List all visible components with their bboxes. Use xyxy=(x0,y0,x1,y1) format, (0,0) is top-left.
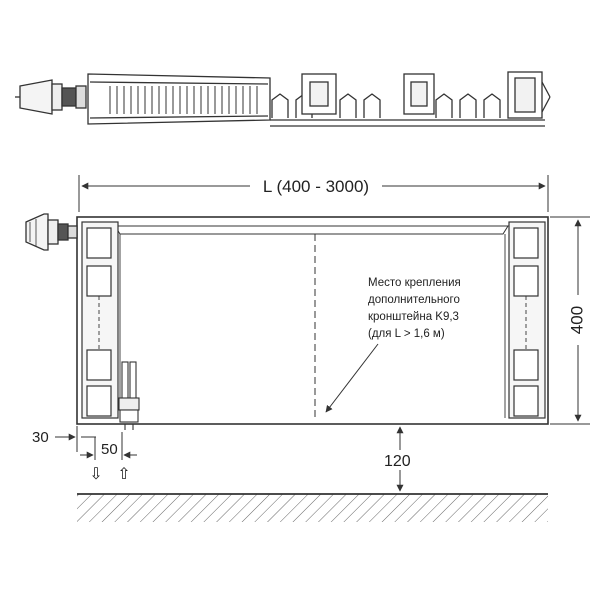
height-dimension xyxy=(550,216,590,425)
left-bracket xyxy=(81,221,119,419)
note-line-1: Место крепления xyxy=(368,277,461,289)
fins-top xyxy=(109,86,258,114)
valve-head-front xyxy=(25,213,78,251)
floor-hatching xyxy=(77,494,548,522)
offset-dimensions xyxy=(55,426,137,460)
bracket-note: Место крепления дополнительного кронштей… xyxy=(368,277,461,340)
right-bracket xyxy=(508,221,546,419)
offset-pipe-label: 50 xyxy=(101,441,118,458)
flow-up-arrow: ⇧ xyxy=(117,466,130,483)
note-line-2: дополнительного xyxy=(368,294,460,306)
note-line-3: кронштейна K9,3 xyxy=(368,311,459,323)
pipe-connections xyxy=(118,361,140,430)
top-view xyxy=(15,71,551,127)
flow-down-arrow: ⇩ xyxy=(89,466,102,483)
valve-head-top xyxy=(15,79,87,115)
top-plate xyxy=(114,225,509,235)
front-view xyxy=(25,213,549,430)
note-leader xyxy=(325,343,379,413)
length-dimension: L (400 - 3000) xyxy=(78,175,549,212)
radiator-body-top xyxy=(87,73,271,125)
cutaway-section-top xyxy=(270,71,551,127)
radiator-panel xyxy=(76,216,549,425)
offset-left-label: 30 xyxy=(32,429,49,446)
length-label: L (400 - 3000) xyxy=(263,177,369,196)
note-line-4: (для L > 1,6 м) xyxy=(368,328,445,340)
floor-gap-label: 120 xyxy=(384,453,411,470)
height-label: 400 xyxy=(567,306,586,334)
floor xyxy=(77,493,548,522)
